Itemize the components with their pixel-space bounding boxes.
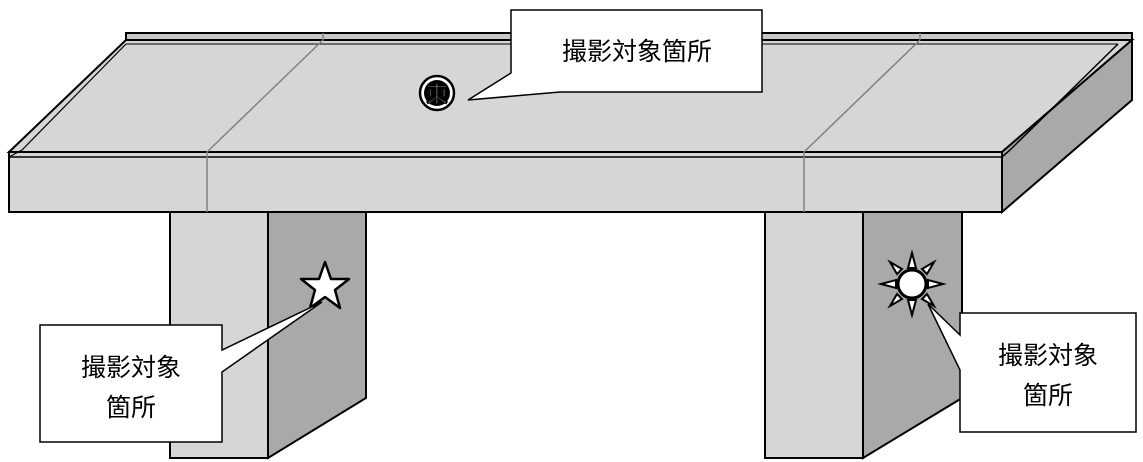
callout-top: 撮影対象箇所 — [467, 9, 763, 101]
deck-marker-glyph: 東 — [426, 83, 448, 108]
right-pier — [764, 211, 963, 460]
sun-marker — [877, 249, 947, 319]
callout-left-line-1: 撮影対象 — [81, 353, 181, 382]
right-pier-front-face — [764, 211, 864, 459]
bridge-deck — [6, 32, 1135, 215]
callout-top-line-1: 撮影対象箇所 — [562, 37, 712, 66]
deck-marker: 東 — [418, 74, 456, 112]
callout-right-line-2: 箇所 — [1023, 381, 1073, 410]
callout-right-line-1: 撮影対象 — [998, 341, 1098, 370]
deck-front-face — [8, 151, 1003, 213]
deck-joint-line-1 — [206, 39, 324, 153]
callout-left-line-2: 箇所 — [106, 393, 156, 422]
left-pier-side-face — [267, 211, 367, 460]
callout-left: 撮影対象 箇所 — [39, 301, 323, 443]
deck-joint-line-2 — [803, 39, 921, 153]
callout-right: 撮影対象 箇所 — [927, 303, 1137, 433]
deck-left-curb-corner — [8, 43, 127, 158]
deck-right-curb-corner — [1001, 43, 1119, 158]
star-marker — [299, 260, 351, 310]
